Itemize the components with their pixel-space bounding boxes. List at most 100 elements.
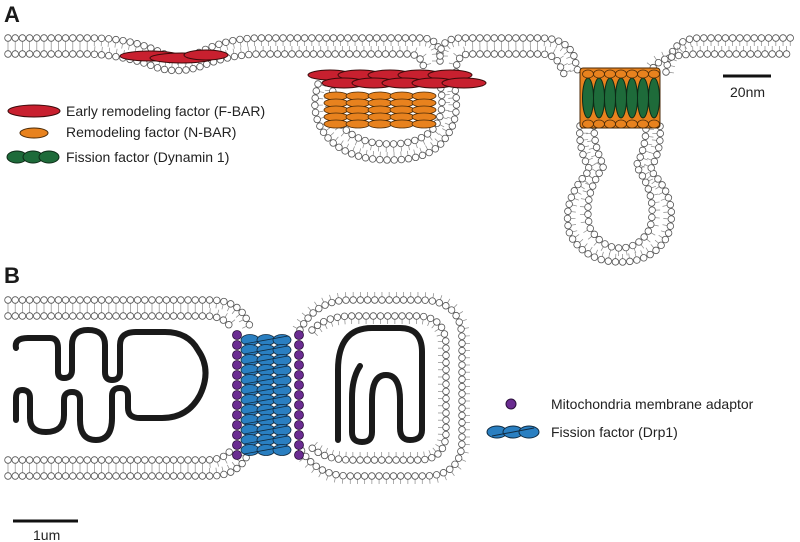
membrane-adaptor — [232, 400, 242, 410]
membrane-b-bottom-left-inner — [4, 448, 236, 468]
membrane-a-top-left-outer — [4, 34, 444, 65]
drp1-subunit — [272, 374, 292, 386]
membrane-adaptor — [232, 420, 242, 430]
membrane-adaptor — [294, 440, 304, 450]
membrane-adaptor — [294, 390, 304, 400]
legend-dynamin-label: Fission factor (Dynamin 1) — [66, 149, 229, 165]
panel-a-label: A — [4, 2, 20, 27]
drp1-subunit — [272, 334, 292, 346]
drp1-subunit — [240, 384, 260, 396]
drp1-icon — [486, 425, 540, 439]
membrane-adaptor — [294, 360, 304, 370]
drp1-subunit — [240, 414, 260, 426]
membrane-adaptor — [294, 400, 304, 410]
f-bar-assembly-stack — [307, 69, 487, 89]
membrane-b-top-left-inner — [4, 308, 236, 329]
drp1-subunit — [272, 344, 292, 356]
membrane-adaptor — [294, 370, 304, 380]
dynamin-collar — [579, 67, 661, 129]
membrane-adaptor — [232, 340, 242, 350]
n-bar-dimer — [323, 119, 349, 129]
legend-n-bar-label: Remodeling factor (N-BAR) — [66, 124, 236, 140]
dynamin-helix-turn — [648, 77, 660, 119]
drp1-subunit — [240, 374, 260, 386]
drp1-subunit — [272, 444, 292, 456]
drp1-subunit — [272, 364, 292, 376]
dynamin-helix-turn — [615, 77, 627, 119]
scale-bar-b-label: 1um — [33, 527, 60, 542]
membrane-b-top-left-outer — [4, 296, 254, 329]
membrane-adaptor — [232, 440, 242, 450]
drp1-subunit — [240, 404, 260, 416]
membrane-a-top-left-inner — [4, 46, 432, 75]
protein-assemblies — [119, 49, 661, 460]
scale-bar-b: 1um — [13, 519, 78, 542]
membrane-adaptor — [294, 410, 304, 420]
membrane-a-bridge-inner — [447, 46, 572, 78]
membrane-adaptor — [232, 370, 242, 380]
membrane-a-right-outer — [662, 34, 794, 76]
drp1-subunit — [240, 364, 260, 376]
membrane-a-right-inner — [642, 46, 791, 78]
dynamin-helix-turn — [626, 77, 638, 119]
membrane-adaptor — [294, 430, 304, 440]
dynamin-helix-turn — [637, 77, 649, 119]
membrane-a-bud-outer — [311, 80, 461, 164]
membrane-adaptor — [294, 450, 304, 460]
adaptor-column — [232, 330, 304, 460]
membrane-adaptor — [294, 380, 304, 390]
lipid-bilayer-membranes — [4, 34, 794, 485]
n-bar-icon — [19, 127, 49, 139]
legend-drp1-label: Fission factor (Drp1) — [551, 424, 678, 440]
drp1-subunit — [240, 334, 260, 346]
membrane-adaptor — [294, 340, 304, 350]
cristae-right — [335, 325, 425, 446]
membrane-b-right-outer — [292, 292, 470, 485]
f-bar-dimer — [183, 49, 229, 61]
drp1-subunit — [240, 444, 260, 456]
membrane-adaptor — [294, 330, 304, 340]
adaptor-icon — [505, 398, 517, 410]
drp1-subunit — [240, 344, 260, 356]
membrane-adaptor — [232, 350, 242, 360]
drp1-subunit — [240, 394, 260, 406]
n-bar-dimer — [389, 119, 415, 129]
drp1-subunit — [272, 404, 292, 416]
legend-f-bar-label: Early remodeling factor (F-BAR) — [66, 103, 265, 119]
drp1-ring — [240, 334, 292, 456]
dynamin-helix-turn — [604, 77, 616, 119]
drp1-subunit — [272, 394, 292, 406]
f-bar-icon — [7, 104, 61, 118]
membrane-adaptor — [232, 360, 242, 370]
drp1-subunit — [272, 354, 292, 366]
drp1-subunit — [272, 434, 292, 446]
membrane-adaptor — [232, 390, 242, 400]
membrane-adaptor — [232, 410, 242, 420]
f-bar-dimer — [441, 77, 487, 89]
panel-b-label: B — [4, 263, 20, 288]
membrane-adaptor — [232, 450, 242, 460]
membrane-adaptor — [232, 430, 242, 440]
membrane-adaptor — [294, 420, 304, 430]
panel-b-legend: Mitochondria membrane adaptor Fission fa… — [486, 396, 754, 440]
membrane-a-bridge-outer — [436, 34, 582, 74]
legend-adaptor-label: Mitochondria membrane adaptor — [551, 396, 754, 412]
membrane-adaptor — [232, 380, 242, 390]
scale-bar-a-label: 20nm — [730, 84, 765, 100]
dynamin-helix-turn — [593, 77, 605, 119]
scale-bar-a: 20nm — [723, 74, 771, 100]
panel-a-legend: Early remodeling factor (F-BAR) Remodeli… — [6, 103, 265, 165]
cristae-left — [12, 326, 209, 444]
drp1-subunit — [272, 424, 292, 436]
n-bar-dimer — [367, 119, 393, 129]
f-bar-assembly-shallow — [119, 49, 229, 64]
drp1-subunit — [272, 414, 292, 426]
mitochondria-cristae — [12, 325, 425, 446]
n-bar-assembly — [323, 91, 437, 129]
membrane-adaptor — [232, 330, 242, 340]
n-bar-dimer — [345, 119, 371, 129]
n-bar-dimer — [411, 119, 437, 129]
membrane-b-right-inner — [308, 312, 450, 464]
drp1-subunit — [240, 434, 260, 446]
